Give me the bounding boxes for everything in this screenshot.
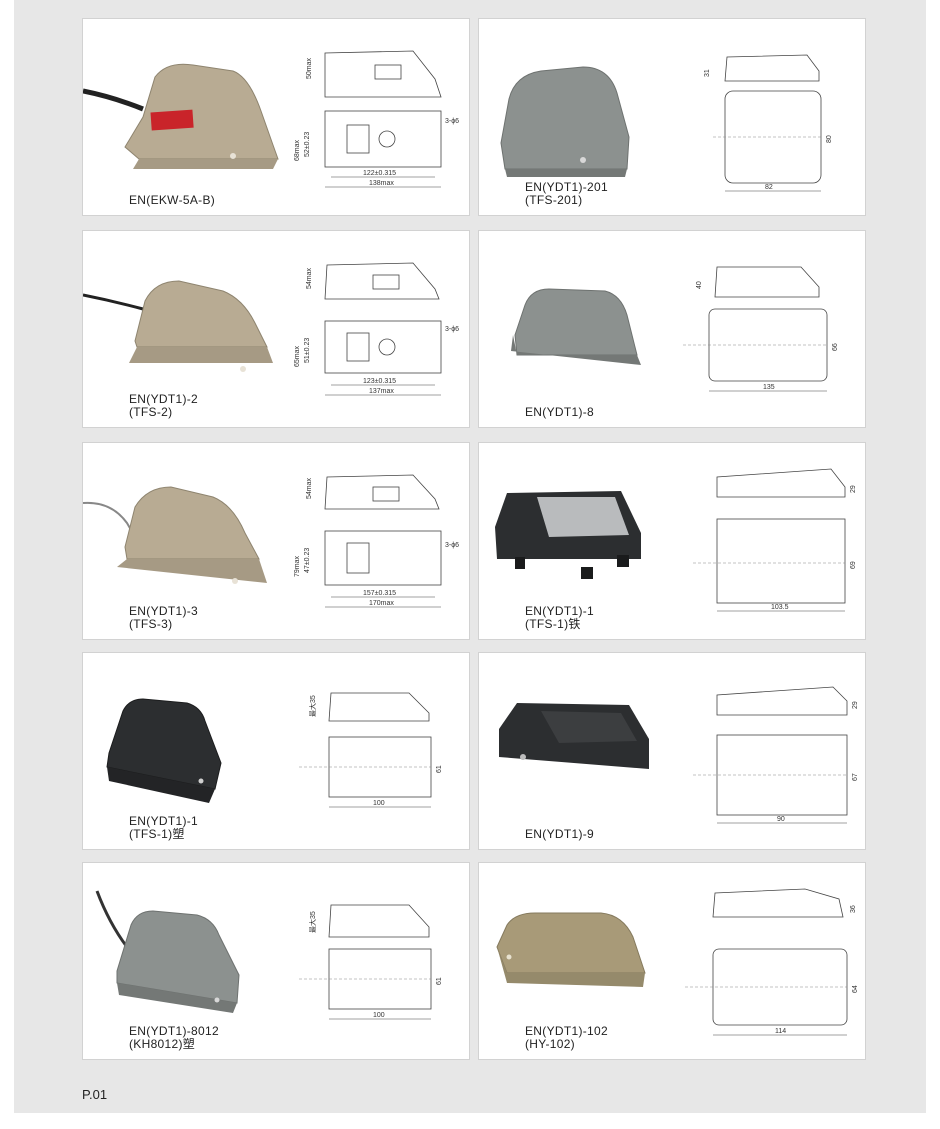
dimension-drawing: 54max 65max 51±0.23 3-ϕ6 123±0.315 137ma… [294, 262, 459, 396]
dimension-drawing: 40 66 135 [683, 266, 839, 392]
dimension-drawing: 50max 68max 52±0.23 3-ϕ6 122±0.315 138ma… [294, 50, 459, 188]
dimension-drawing: 29 67 90 [693, 686, 859, 824]
product-alt: (HY-102) [525, 1037, 575, 1051]
dim-height: 最大35 [308, 911, 317, 933]
product-alt: (TFS-3) [129, 617, 173, 631]
dim-len-in: 123±0.315 [363, 378, 396, 385]
dim-length: 135 [763, 384, 775, 391]
dim-length: 90 [777, 816, 785, 823]
dim-width: 66 [832, 343, 839, 351]
dimension-drawing: 最大35 61 100 [299, 692, 443, 808]
product-card: 50max 68max 52±0.23 3-ϕ6 122±0.315 138ma… [82, 18, 470, 216]
pedal-photo-black [495, 491, 641, 579]
dim-width-in: 52±0.23 [304, 132, 311, 157]
product-model: EN(YDT1)-102 [525, 1024, 608, 1038]
product-card: 36 64 114 EN(YDT1)-102 (HY-102) [478, 862, 866, 1060]
dim-height: 31 [704, 69, 711, 77]
product-caption: EN(YDT1)-9 [525, 828, 594, 841]
product-caption: EN(YDT1)-2 (TFS-2) [129, 393, 198, 419]
product-model: EN(YDT1)-9 [525, 827, 595, 841]
dim-height: 36 [850, 905, 857, 913]
dim-width: 61 [436, 977, 443, 985]
product-caption: EN(EKW-5A-B) [129, 194, 215, 207]
product-card: 29 67 90 EN(YDT1)-9 [478, 652, 866, 850]
dim-length: 103.5 [771, 604, 789, 611]
dim-height: 29 [850, 485, 857, 493]
dim-width: 61 [436, 765, 443, 773]
dim-width: 67 [852, 773, 859, 781]
product-model: EN(YDT1)-8 [525, 405, 595, 419]
dim-width-out: 79max [294, 555, 301, 577]
product-card: 40 66 135 EN(YDT1)-8 [478, 230, 866, 428]
product-card: 54max 65max 51±0.23 3-ϕ6 123±0.315 137ma… [82, 230, 470, 428]
dimension-drawing: 29 69 103.5 [693, 468, 857, 612]
pedal-photo-beige [83, 63, 279, 169]
catalog-sheet: 50max 68max 52±0.23 3-ϕ6 122±0.315 138ma… [14, 0, 926, 1113]
pedal-photo-grey [511, 288, 641, 365]
product-alt: (KH8012)塑 [129, 1037, 196, 1051]
dim-width-out: 65max [294, 345, 301, 367]
product-model: EN(EKW-5A-B) [129, 193, 216, 207]
dim-width: 69 [850, 561, 857, 569]
dim-width: 80 [826, 135, 833, 143]
dim-height: 29 [852, 701, 859, 709]
pedal-photo-beige [83, 486, 267, 584]
product-model: EN(YDT1)-1 [525, 604, 595, 618]
dim-length: 114 [775, 1028, 786, 1035]
pedal-photo-gold [496, 912, 646, 987]
dim-len-in: 157±0.315 [363, 590, 396, 597]
product-card: 最大35 61 100 EN(YDT1)-1 (TFS-1)塑 [82, 652, 470, 850]
product-model: EN(YDT1)-201 [525, 180, 608, 194]
dimension-drawing: 54max 79max 47±0.23 3-ϕ6 157±0.315 170ma… [294, 474, 459, 608]
dim-height: 40 [696, 281, 703, 289]
product-card: 最大35 61 100 EN(YDT1)-8012 (KH8012)塑 [82, 862, 470, 1060]
pedal-photo-black [106, 698, 222, 803]
dim-height: 54max [306, 267, 313, 289]
dim-len-out: 138max [369, 180, 394, 187]
dim-holes: 3-ϕ6 [445, 118, 459, 125]
product-alt: (TFS-1)塑 [129, 827, 185, 841]
product-caption: EN(YDT1)-102 (HY-102) [525, 1025, 608, 1051]
product-caption: EN(YDT1)-1 (TFS-1)塑 [129, 815, 198, 841]
dim-width-in: 47±0.23 [304, 548, 311, 573]
dim-height: 54max [306, 477, 313, 499]
dimension-drawing: 最大35 61 100 [299, 904, 443, 1020]
product-card: 54max 79max 47±0.23 3-ϕ6 157±0.315 170ma… [82, 442, 470, 640]
dim-width-out: 68max [294, 139, 301, 161]
product-caption: EN(YDT1)-8012 (KH8012)塑 [129, 1025, 219, 1051]
product-model: EN(YDT1)-3 [129, 604, 199, 618]
dim-width-in: 51±0.23 [304, 338, 311, 363]
product-alt: (TFS-2) [129, 405, 173, 419]
dim-len-out: 170max [369, 600, 394, 607]
dim-length: 82 [765, 184, 773, 191]
dim-len-in: 122±0.315 [363, 170, 396, 177]
pedal-photo-beige [83, 280, 273, 372]
product-alt: (TFS-201) [525, 193, 583, 207]
dimension-drawing: 31 80 82 [704, 54, 833, 192]
product-caption: EN(YDT1)-3 (TFS-3) [129, 605, 198, 631]
product-model: EN(YDT1)-1 [129, 814, 199, 828]
product-model: EN(YDT1)-2 [129, 392, 199, 406]
product-card: 29 69 103.5 EN(YDT1)-1 (TFS-1)铁 [478, 442, 866, 640]
product-caption: EN(YDT1)-201 (TFS-201) [525, 181, 608, 207]
dim-holes: 3-ϕ6 [445, 542, 459, 549]
product-caption: EN(YDT1)-8 [525, 406, 594, 419]
product-card: 31 80 82 EN(YDT1)-201 (TFS-201) [478, 18, 866, 216]
dim-height: 最大35 [308, 695, 317, 717]
dim-len-out: 137max [369, 388, 394, 395]
dim-height: 50max [306, 57, 313, 79]
pedal-photo-grey [95, 890, 240, 1013]
product-model: EN(YDT1)-8012 [129, 1024, 219, 1038]
product-caption: EN(YDT1)-1 (TFS-1)铁 [525, 605, 594, 631]
dimension-drawing: 36 64 114 [685, 888, 859, 1036]
product-alt: (TFS-1)铁 [525, 617, 581, 631]
dim-holes: 3-ϕ6 [445, 326, 459, 333]
pedal-photo-grey [500, 66, 630, 177]
dim-length: 100 [373, 1012, 385, 1019]
pedal-photo-black [499, 703, 649, 769]
dim-length: 100 [373, 800, 385, 807]
page-number: P.01 [82, 1087, 108, 1102]
dim-width: 64 [852, 985, 859, 993]
